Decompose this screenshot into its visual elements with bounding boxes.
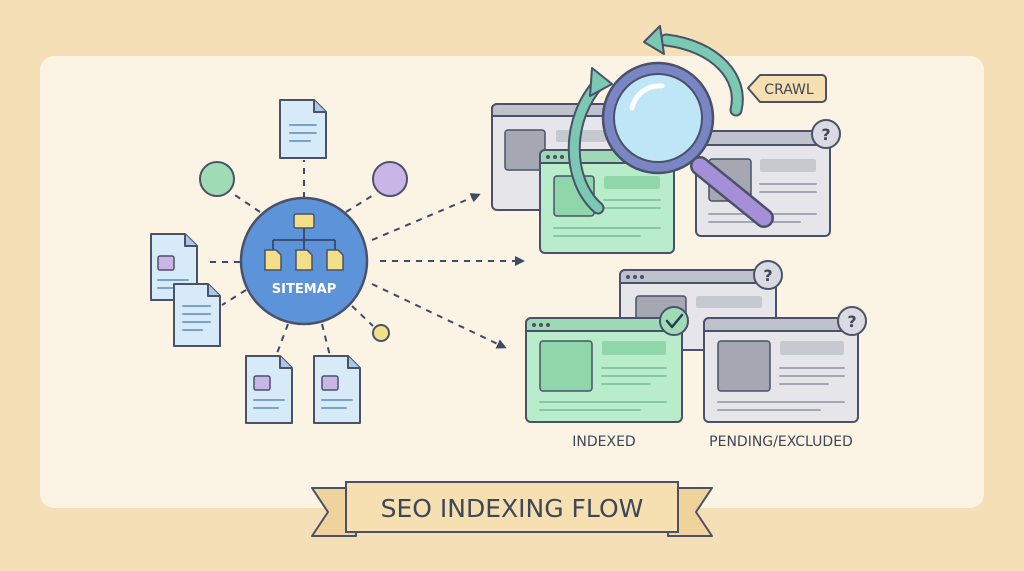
document-icon-top [279,99,327,159]
crawl-tag: CRAWL [747,74,827,103]
sitemap-label: SITEMAP [272,282,336,297]
satellite-node-yellow [372,324,390,342]
satellite-node-green [199,161,235,197]
document-icon-bottom-left [245,355,293,424]
indexed-label: INDEXED [572,434,635,450]
browser-window-pending: ? [703,306,867,423]
satellite-node-purple [372,161,408,197]
question-badge-icon: ? [811,119,841,149]
question-badge-icon: ? [837,306,867,336]
title-banner: SEO INDEXING FLOW [311,481,713,537]
checkmark-badge-icon [659,306,689,336]
flow-arrow-to-results [371,283,507,349]
crawl-label: CRAWL [764,82,814,98]
document-icon-left-front [173,283,221,347]
svg-text:?: ? [847,312,856,331]
svg-text:?: ? [763,266,772,285]
hub-connectors [205,160,376,357]
svg-text:?: ? [821,125,830,144]
flow-arrows [371,193,525,349]
pending-excluded-label: PENDING/EXCLUDED [709,434,853,450]
browser-window-gray-right: ? [695,119,841,237]
sitemap-tree-icon [264,213,344,271]
banner-title: SEO INDEXING FLOW [381,494,644,523]
document-icon-bottom-right [313,355,361,424]
magnifier-icon [601,61,774,228]
browser-window-indexed [525,306,689,423]
question-badge-icon: ? [753,260,783,290]
crawl-refresh-arrows [567,25,744,215]
sitemap-hub: SITEMAP [239,196,369,326]
